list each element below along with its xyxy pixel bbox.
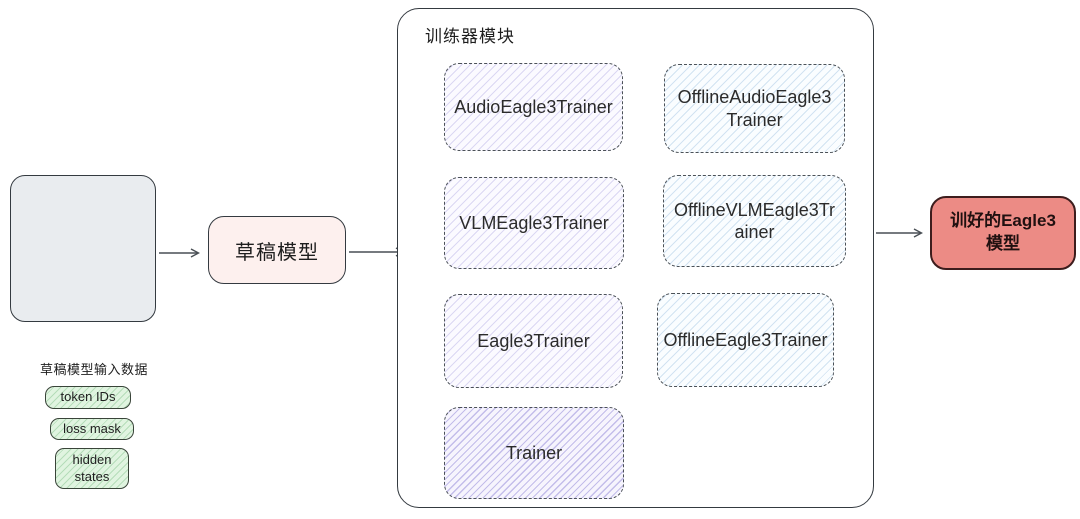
draft-model-node: 草稿模型 [208, 216, 346, 284]
output-model-node: 训好的Eagle3 模型 [930, 196, 1076, 270]
trainer-module-container: 训练器模块 AudioEagle3Trainer OfflineAudioEag… [397, 8, 874, 508]
node-offline-eagle3-trainer: OfflineEagle3Trainer [657, 293, 834, 387]
chip-token-ids: token IDs [45, 386, 131, 409]
input-data-group-title: 草稿模型输入数据 [39, 362, 148, 377]
chip-loss-mask: loss mask [50, 418, 134, 440]
node-eagle3-trainer: Eagle3Trainer [444, 294, 623, 388]
input-data-group: 草稿模型输入数据 token IDs loss mask hidden stat… [10, 175, 156, 489]
trainer-module-title: 训练器模块 [425, 27, 515, 46]
node-offline-audio-eagle3-trainer: OfflineAudioEagle3 Trainer [664, 64, 845, 153]
chip-hidden-states: hidden states [55, 448, 129, 489]
node-base-trainer: Trainer [444, 407, 624, 499]
node-audio-eagle3-trainer: AudioEagle3Trainer [444, 63, 623, 151]
node-vlm-eagle3-trainer: VLMEagle3Trainer [444, 177, 624, 269]
node-offline-vlm-eagle3-trainer: OfflineVLMEagle3Tr ainer [663, 175, 846, 267]
